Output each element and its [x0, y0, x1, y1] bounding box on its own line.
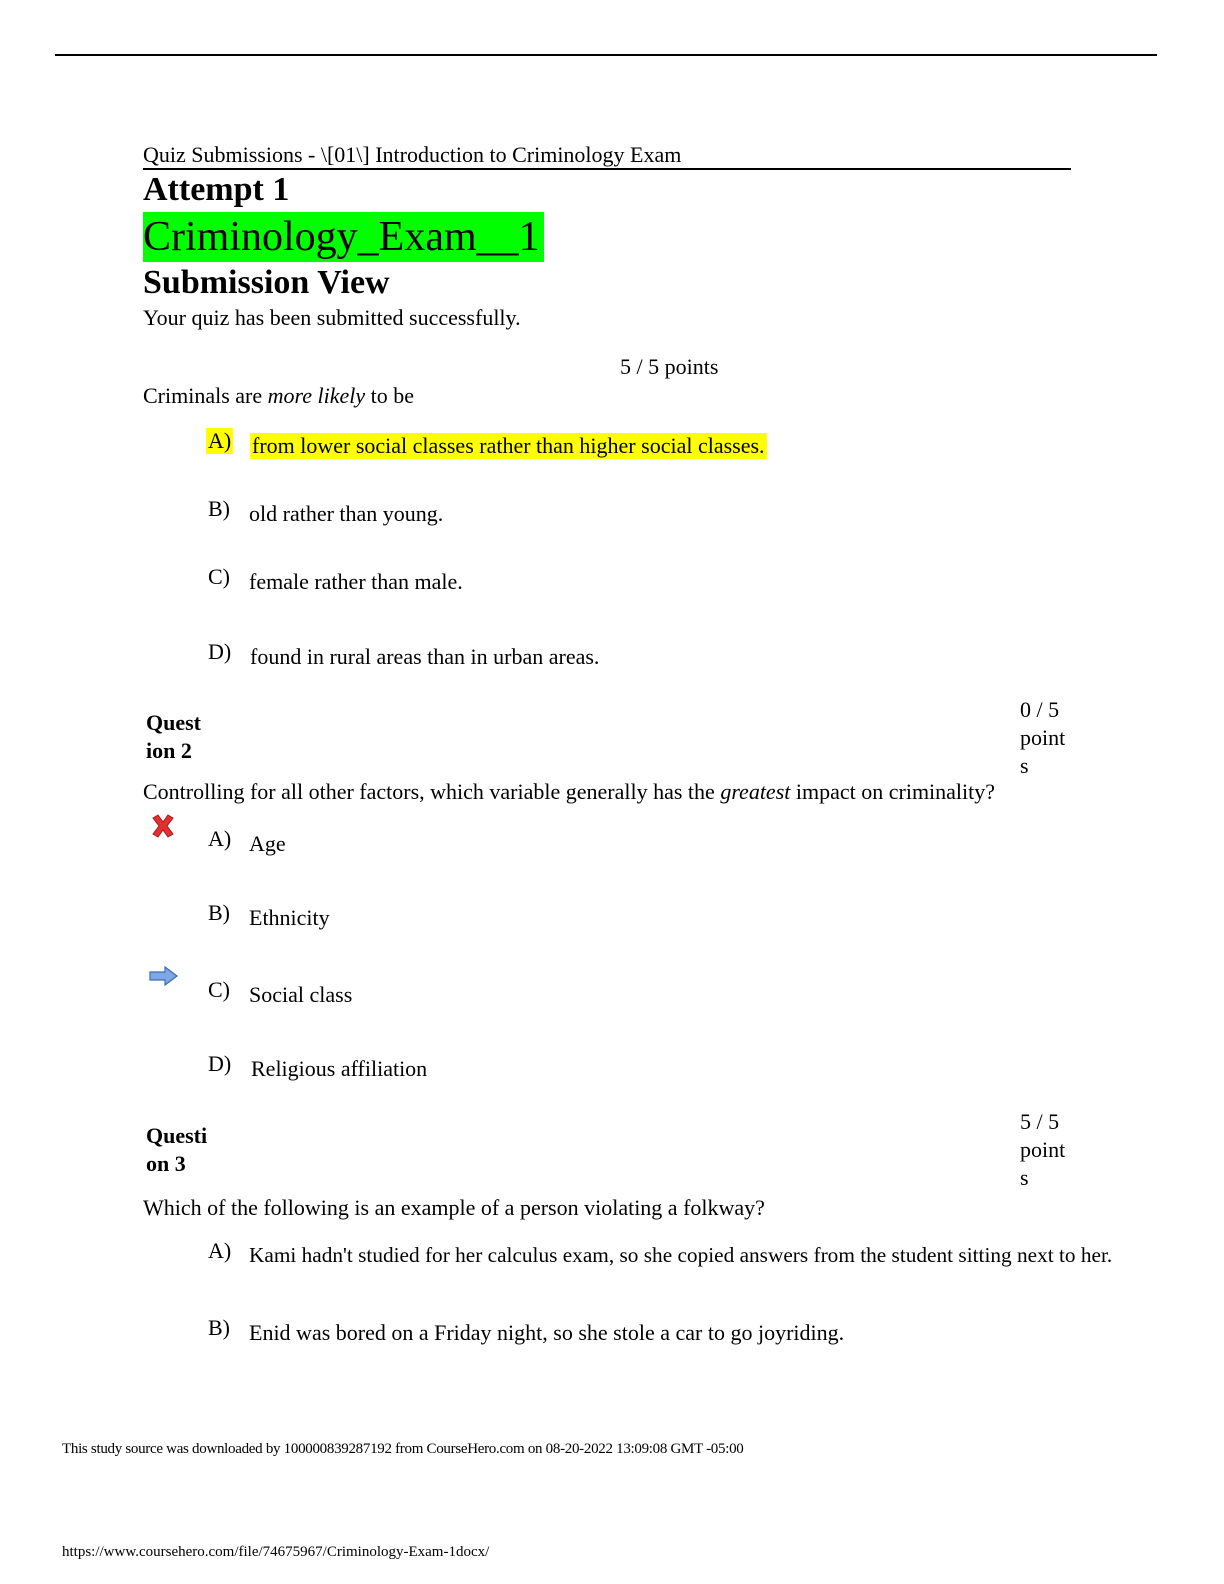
source-url[interactable]: https://www.coursehero.com/file/74675967…	[62, 1544, 490, 1560]
question-2-points-line3: s	[1020, 753, 1029, 778]
q3-option-a-letter[interactable]: A)	[208, 1238, 232, 1263]
q2-option-a-text: Age	[249, 831, 286, 856]
question-2-label: Quest ion 2	[146, 709, 226, 765]
question-3-points-line1: 5 / 5	[1020, 1109, 1060, 1134]
q1-option-d-letter[interactable]: D)	[208, 639, 232, 664]
question-2-label-line2: ion 2	[146, 738, 192, 763]
question-1-text-after: to be	[365, 383, 415, 408]
status-message: Your quiz has been submitted successfull…	[143, 305, 521, 330]
q1-option-b-letter[interactable]: B)	[208, 496, 230, 521]
question-3-label-line2: on 3	[146, 1151, 186, 1176]
question-3-label: Questi on 3	[146, 1122, 226, 1178]
question-2-text-emphasis: greatest	[720, 779, 791, 804]
q3-option-b-letter[interactable]: B)	[208, 1315, 230, 1340]
question-3-points-line2: point	[1020, 1137, 1066, 1162]
q2-option-b-letter[interactable]: B)	[208, 900, 230, 925]
q1-option-a-text: from lower social classes rather than hi…	[250, 433, 767, 459]
question-1-text-before: Criminals are	[143, 383, 268, 408]
question-1-points: 5 / 5 points	[620, 354, 719, 379]
q2-option-a-letter[interactable]: A)	[208, 826, 232, 851]
question-1-text: Criminals are more likely to be	[143, 383, 414, 409]
question-3-points-line3: s	[1020, 1165, 1029, 1190]
q2-option-c-text: Social class	[249, 982, 353, 1007]
attempt-heading: Attempt 1	[143, 171, 290, 208]
question-3-points: 5 / 5 point s	[1020, 1108, 1080, 1192]
question-2-points-line2: point	[1020, 725, 1066, 750]
q2-option-b-text: Ethnicity	[249, 905, 330, 930]
q2-option-d-letter[interactable]: D)	[208, 1051, 232, 1076]
q2-option-c-letter[interactable]: C)	[208, 977, 230, 1002]
question-2-label-line1: Quest	[146, 710, 201, 735]
q3-option-a-text: Kami hadn't studied for her calculus exa…	[249, 1243, 1113, 1267]
question-3-text: Which of the following is an example of …	[143, 1195, 765, 1220]
question-2-text: Controlling for all other factors, which…	[143, 779, 995, 805]
question-1-text-emphasis: more likely	[267, 383, 366, 408]
breadcrumb[interactable]: Quiz Submissions - \[01\] Introduction t…	[143, 142, 682, 167]
q1-option-c-text: female rather than male.	[249, 569, 463, 594]
question-2-points-line1: 0 / 5	[1020, 697, 1060, 722]
submission-view-heading: Submission View	[143, 264, 390, 301]
question-2-points: 0 / 5 point s	[1020, 696, 1080, 780]
q3-option-b-text: Enid was bored on a Friday night, so she…	[249, 1320, 845, 1345]
incorrect-x-icon	[152, 814, 174, 838]
question-2-text-after: impact on criminality?	[790, 779, 996, 804]
source-download-note: This study source was downloaded by 1000…	[62, 1441, 744, 1457]
q1-option-b-text: old rather than young.	[249, 501, 444, 526]
q1-option-c-letter[interactable]: C)	[208, 564, 230, 589]
top-rule	[55, 54, 1157, 56]
breadcrumb-underline	[143, 168, 1071, 170]
q1-option-d-text: found in rural areas than in urban areas…	[250, 644, 600, 669]
q2-option-d-text: Religious affiliation	[251, 1056, 428, 1081]
correct-answer-arrow-icon	[149, 965, 178, 987]
q1-option-a-letter[interactable]: A)	[206, 428, 234, 454]
question-2-text-before: Controlling for all other factors, which…	[143, 779, 721, 804]
exam-name-heading: Criminology_Exam__1	[143, 212, 544, 262]
question-3-label-line1: Questi	[146, 1123, 208, 1148]
